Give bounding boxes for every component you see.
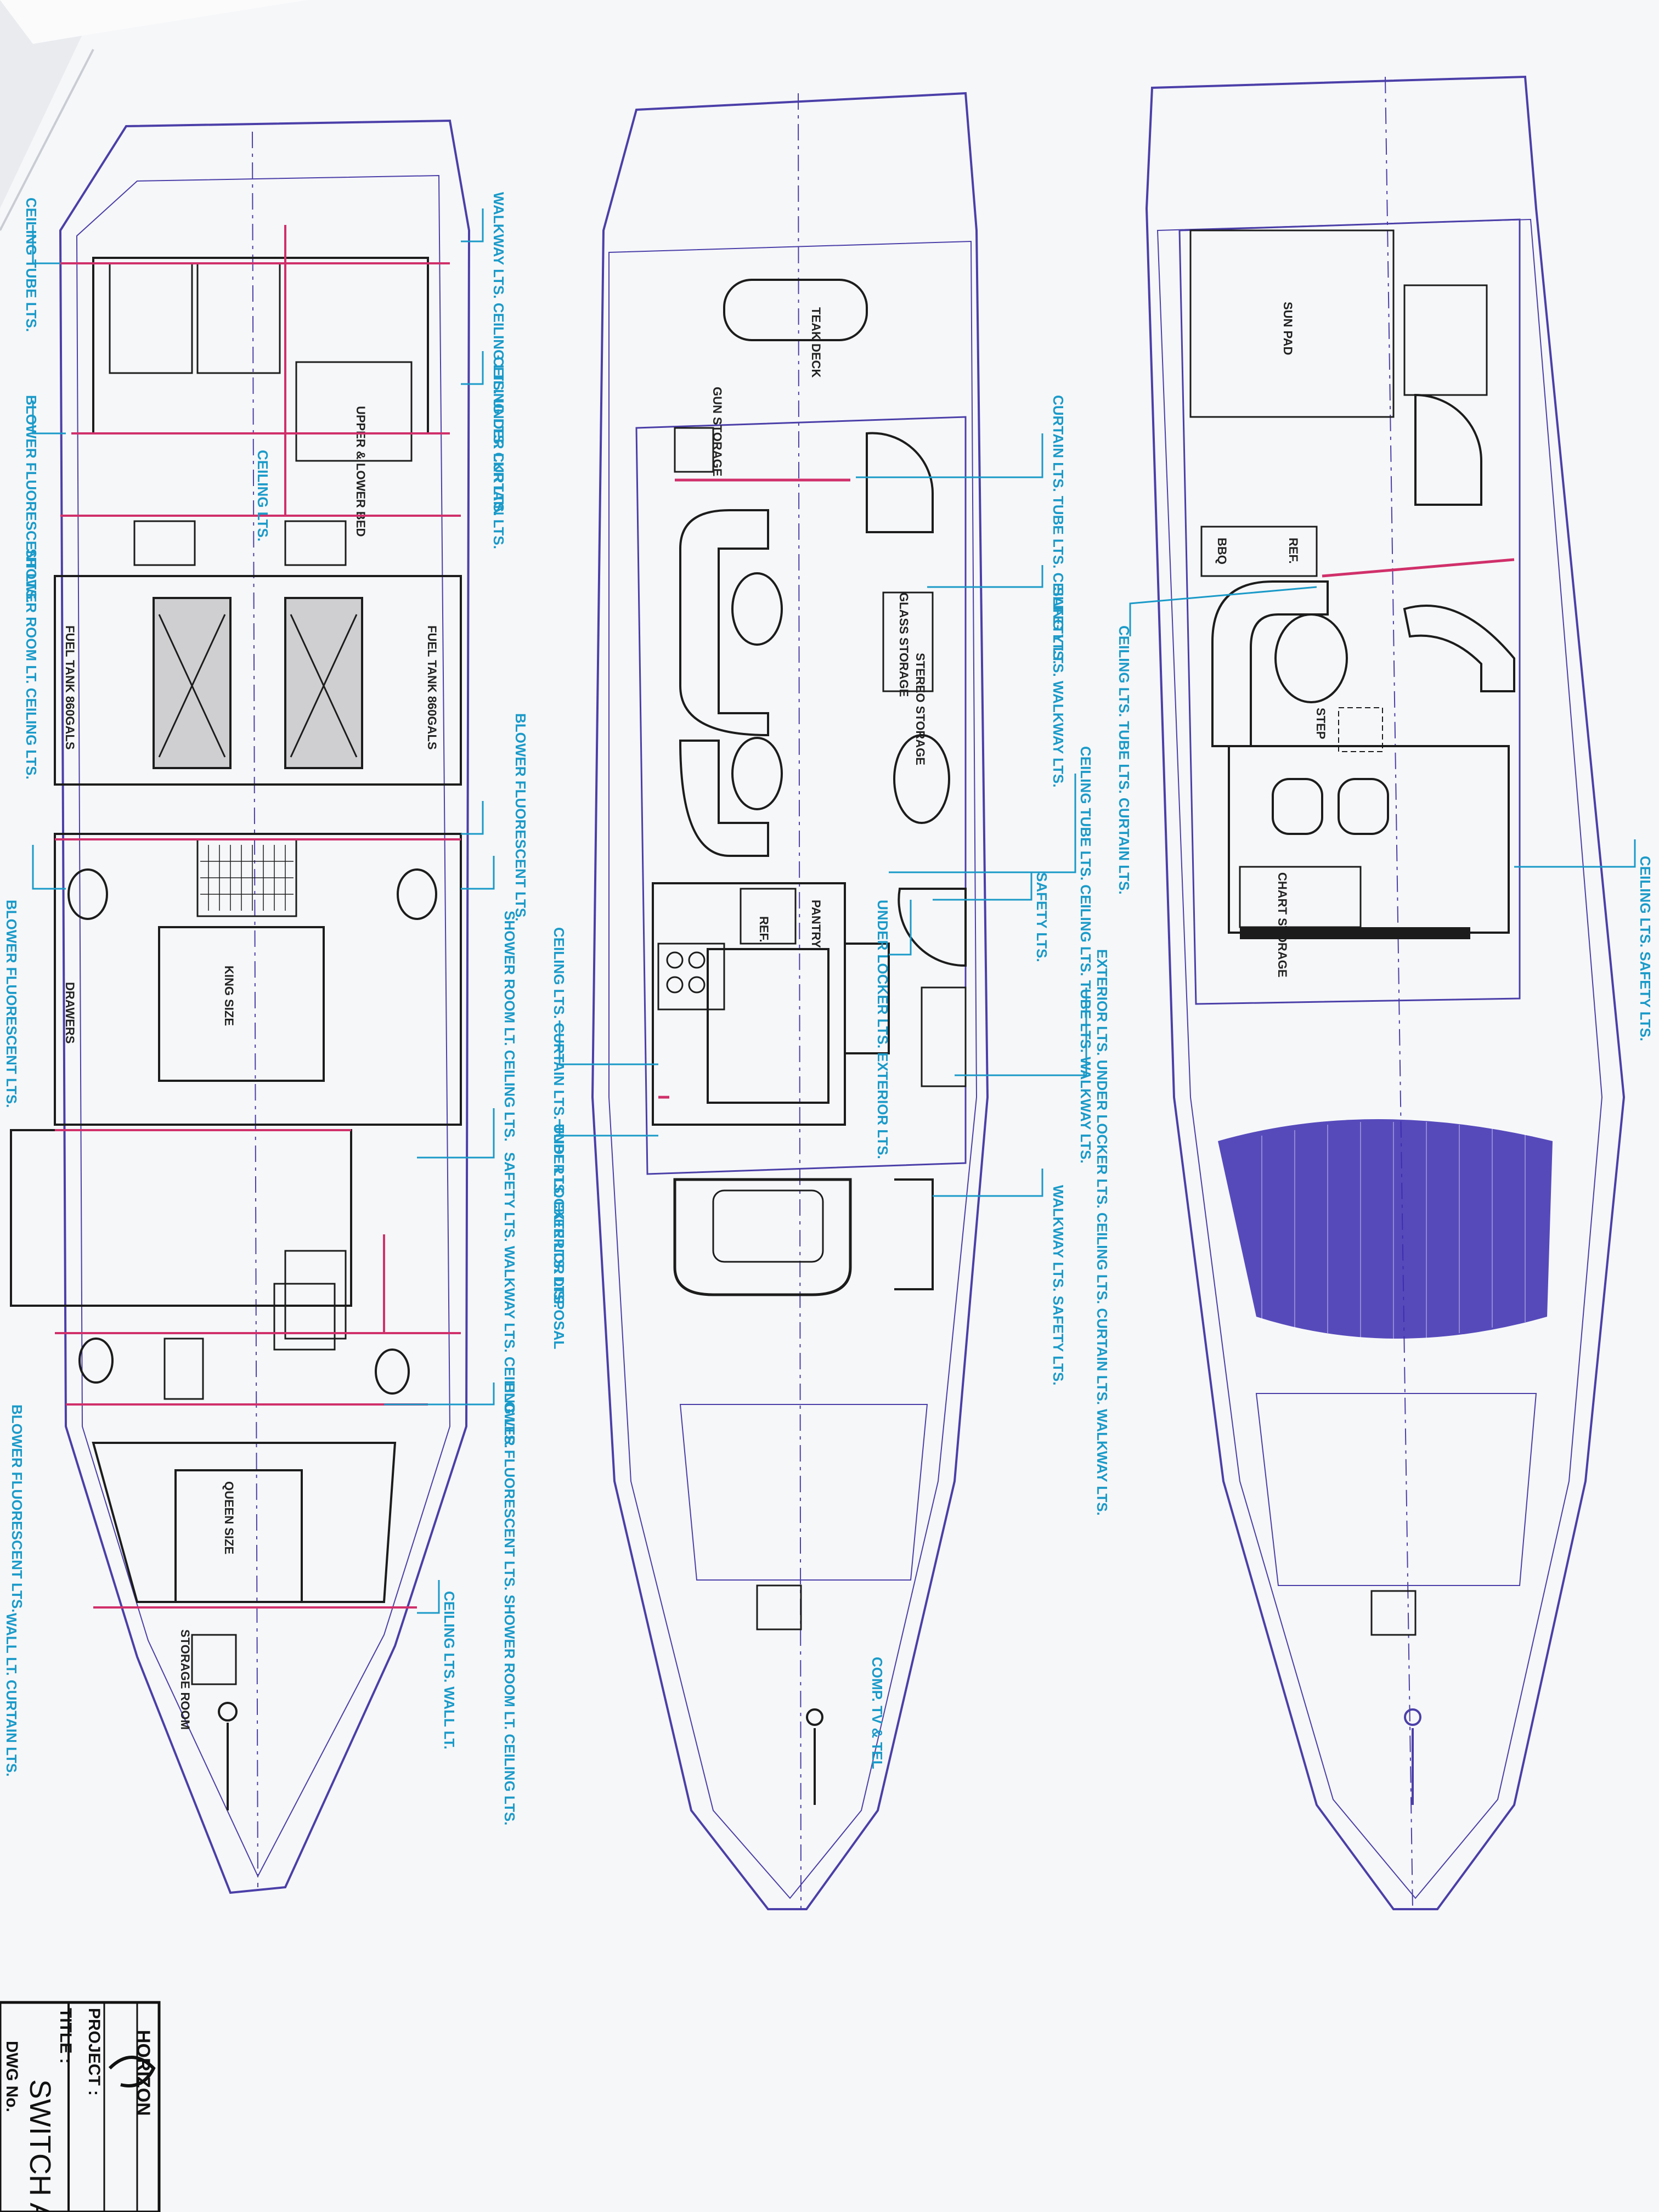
main-callout-8: TUBE LTS. EXTERIOR LTS.	[551, 1125, 567, 1308]
title-value: SWITCH A	[24, 2079, 57, 2212]
drawers-label: DRAWERS	[63, 982, 77, 1043]
title-label: TITLE :	[57, 2008, 75, 2064]
bbq-label: BBQ	[1215, 538, 1229, 565]
sun-pad-label: SUN PAD	[1281, 302, 1295, 355]
galley	[652, 882, 846, 1126]
gun-storage-label: GUN STORAGE	[710, 387, 724, 476]
main-callout-4: SAFETY LTS.	[1034, 872, 1050, 962]
logo-text: HORIZON	[133, 2030, 154, 2116]
lower-callout-left-5: BLOWER FLUORESCENT LTS.	[9, 1404, 25, 1612]
main-deck-plan: TEAK DECK GUN STORAGE GLASS STORAGE STER…	[551, 92, 1110, 1910]
lower-callout-right-4: BLOWER FLUORESCENT LTS.	[512, 713, 529, 921]
lower-callout-left-4: BLOWER FLUORESCENT LTS.	[3, 900, 20, 1108]
lower-callout-right-7: BLOWER FLUORESCENT LTS. SHOWER ROOM LT. …	[501, 1383, 518, 1825]
flybridge-windshield-hatch	[1218, 1119, 1553, 1339]
helm-seat-left	[1272, 778, 1323, 835]
queen-bed	[174, 1469, 303, 1603]
main-deck-hull-outline	[591, 92, 989, 1910]
lower-deck-hull-outline	[59, 119, 471, 1894]
fuel-tank-right-label: FUEL TANK 860GALS	[425, 625, 439, 750]
lower-deck-wiring	[55, 225, 461, 1609]
main-callout-9: WALKWAY LTS. SAFETY LTS.	[1050, 1185, 1066, 1385]
glass-storage-label: GLASS STORAGE	[897, 592, 911, 697]
main-callout-5: UNDER LOCKER LTS. EXTERIOR LTS.	[874, 900, 891, 1159]
main-callout-2: SAFETY LTS. WALKWAY LTS.	[1050, 587, 1066, 787]
fly-callout-2: CEILING LTS. SAFETY LTS.	[1637, 856, 1654, 1041]
lower-callout-left-1: CEILING TUBE LTS.	[23, 198, 40, 332]
drawing-no-label: DWG No.	[3, 2041, 21, 2112]
project-label: PROJECT :	[85, 2008, 103, 2096]
lower-callout-left-2: BLOWER FLUORESCENT LTS.	[23, 395, 40, 603]
main-callout-3: CEILING TUBE LTS. CEILING LTS. TUBE LTS.…	[1077, 746, 1094, 1164]
upper-lower-bed-label: UPPER & LOWER BED	[354, 406, 368, 537]
step-label: STEP	[1314, 708, 1328, 739]
fly-ref-label: REF.	[1286, 538, 1300, 564]
king-bed	[158, 926, 325, 1082]
flybridge-plan: SUN PAD BBQ REF. STEP CHART STORAGE	[1116, 75, 1654, 1910]
lower-callout-right-6: SAFETY LTS. WALKWAY LTS. CEILING LTS.	[501, 1152, 518, 1448]
chart-storage-label: CHART STORAGE	[1276, 872, 1289, 978]
horizon-logo-icon	[108, 2056, 156, 2087]
lower-callout-left-6: WALL LT. CURTAIN LTS.	[3, 1613, 20, 1776]
king-size-label: KING SIZE	[222, 966, 236, 1026]
stereo-storage-label: STEREO STORAGE	[913, 653, 927, 765]
main-callout-6: CEILING LTS. CURTAIN LTS. UNDER LOCKER L…	[551, 927, 567, 1350]
teak-deck-label: TEAK DECK	[809, 307, 823, 377]
flybridge-hull-outline	[1145, 75, 1626, 1910]
main-deck-wiring	[658, 478, 850, 1099]
top-paper-edge	[0, 0, 307, 44]
spiral-stairs	[866, 432, 934, 533]
queen-size-label: QUEEN SIZE	[222, 1481, 236, 1554]
title-block: HORIZON PROJECT : TITLE : SWITCH A DWG N…	[0, 2001, 161, 2212]
fuel-tank-left-label: FUEL TANK 860GALS	[63, 625, 77, 750]
lower-deck-plan: UPPER & LOWER BED FUEL TANK 860GALS FUEL…	[3, 119, 529, 1894]
main-callout-7: EXTERIOR LTS. UNDER LOCKER LTS. CEILING …	[1094, 949, 1110, 1516]
sun-pad	[1189, 229, 1395, 418]
lower-callout-right-8: CEILING LTS. WALL LT.	[441, 1591, 458, 1750]
flybridge-wiring	[1322, 558, 1515, 578]
lower-callout-right-5: SHOWER ROOM LT. CEILING LTS.	[501, 911, 518, 1142]
lower-callout-right-3: CEILING LTS.	[255, 450, 271, 541]
lower-callout-left-3: SHOWER ROOM LT. CEILING LTS.	[23, 549, 40, 780]
helm-seat-right	[1338, 778, 1389, 835]
main-callout-1: CURTAIN LTS. TUBE LTS. CEILING LTS.	[1050, 395, 1066, 664]
pantry-label: PANTRY	[809, 900, 823, 948]
main-callout-10: COMP. TV & TEL	[869, 1657, 885, 1769]
lower-callout-right-2: CEILING LTS. CURTAIN LTS.	[490, 357, 507, 549]
fly-callout-1: CEILING LTS. TUBE LTS. CURTAIN LTS.	[1116, 625, 1132, 895]
lower-callout-right-1: WALKWAY LTS. CEILING LTS. UNDER LKR LTS.	[490, 192, 507, 516]
storage-room-label: STORAGE ROOM	[178, 1629, 192, 1730]
ref-label: REF.	[757, 916, 771, 943]
